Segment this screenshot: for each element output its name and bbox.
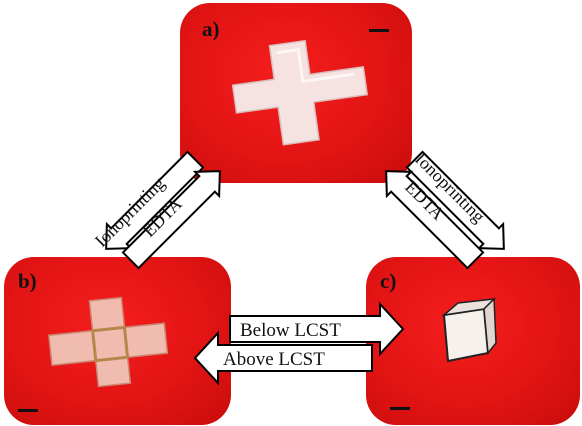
cross-gel-flat — [231, 39, 369, 146]
scale-bar-a — [369, 29, 389, 32]
arrow-a-to-c — [405, 150, 505, 250]
arrow-below-lcst — [229, 301, 405, 357]
panel-c: c) — [366, 257, 580, 425]
label-above-lcst: Above LCST — [223, 349, 325, 370]
arrow-c-to-a — [385, 170, 485, 270]
scale-bar-b — [18, 409, 38, 412]
panel-b: b) — [4, 257, 231, 425]
cross-gel-ionoprinted — [48, 296, 169, 388]
scale-bar-c — [390, 407, 410, 410]
arrow-b-to-a — [121, 170, 221, 270]
panel-a: a) — [180, 3, 412, 183]
panel-b-label: b) — [18, 269, 37, 293]
arrow-above-lcst — [193, 330, 373, 386]
panel-c-label: c) — [380, 269, 397, 293]
panel-a-label: a) — [202, 17, 220, 41]
label-below-lcst: Below LCST — [240, 320, 341, 341]
folded-box-gel — [441, 297, 497, 363]
